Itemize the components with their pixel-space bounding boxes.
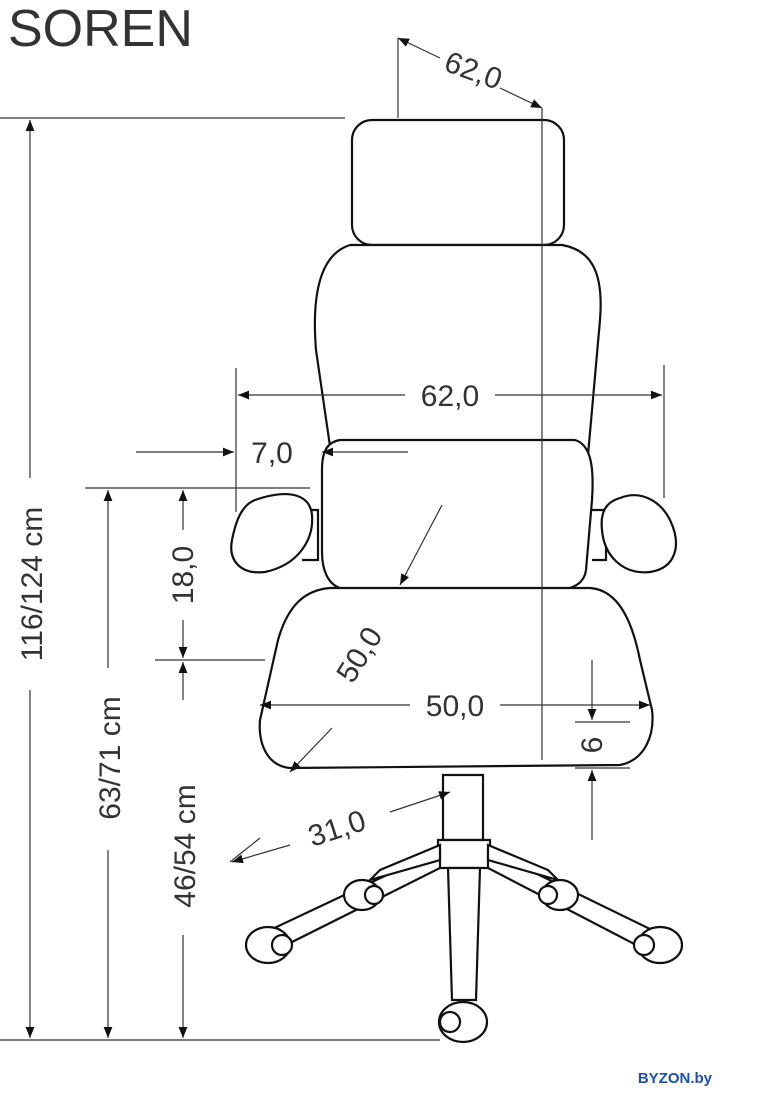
dimension-lines [0, 37, 665, 1041]
caster-front [437, 1000, 489, 1044]
seat [258, 586, 654, 770]
dim-headrest-depth: 62,0 [440, 46, 506, 97]
caster-back-right [537, 878, 580, 912]
dim-armrest-height: 18,0 [167, 546, 200, 604]
dim-arm-width: 62,0 [421, 380, 479, 413]
dim-base-radius: 31,0 [304, 804, 370, 853]
dim-seat-thickness: 6 [576, 737, 609, 754]
caster-right [632, 925, 684, 965]
caster-left [244, 925, 294, 965]
dim-armrest-offset: 7,0 [251, 437, 293, 470]
brand-watermark: BYZON.by [638, 1070, 713, 1087]
dim-seat-height: 46/54 cm [169, 784, 202, 907]
gas-cylinder [441, 773, 485, 842]
dim-total-height: 116/124 cm [16, 507, 49, 662]
chair-outline [230, 118, 684, 1044]
base-hub [436, 838, 492, 870]
caster-back-left [342, 878, 385, 912]
base-leg-back-left [366, 843, 442, 883]
product-title: SOREN [8, 0, 193, 58]
base-leg-front [446, 866, 482, 1002]
lumbar-support [320, 438, 594, 592]
right-armrest [600, 494, 678, 574]
left-armrest [230, 493, 314, 574]
dim-armrest-floor-height: 63/71 cm [94, 696, 127, 819]
headrest [350, 118, 566, 247]
dim-seat-width: 50,0 [426, 690, 484, 723]
